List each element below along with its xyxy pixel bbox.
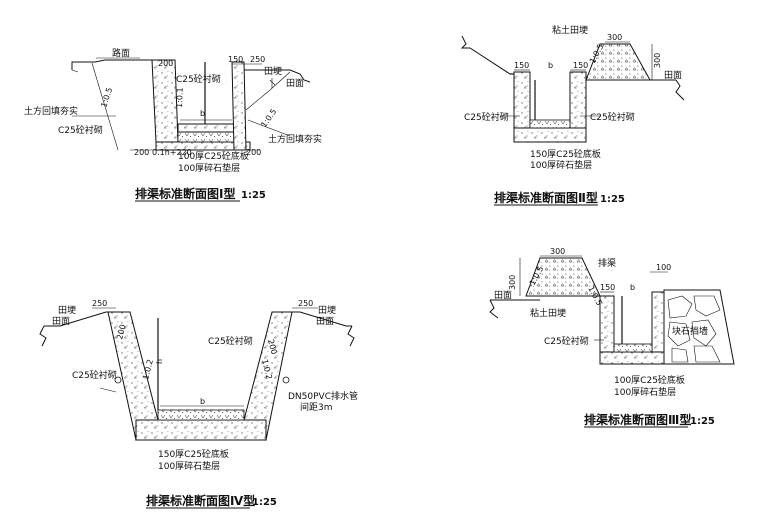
scale-type-3: 1:25: [690, 416, 715, 427]
scale-type-4: 1:25: [252, 497, 277, 508]
label-slab-iii: 100厚C25砼底板: [614, 374, 685, 386]
slope-mid: 1:0.1: [175, 87, 185, 108]
slope-left: 1:0.5: [99, 86, 114, 108]
dim-300-iii: 300: [550, 247, 565, 256]
label-c25-left-ii: C25砼衬砌: [464, 111, 509, 123]
label-clay-bank-iii: 粘土田埂: [530, 307, 566, 319]
label-c25-left-iv: C25砼衬砌: [72, 369, 117, 381]
label-field-bank-right: 田埂: [318, 305, 336, 316]
label-field-bank: 田埂: [264, 66, 282, 77]
label-gravel-ii: 100厚碎石垫层: [530, 159, 592, 171]
label-field-surface-left: 田面: [52, 316, 70, 327]
label-clay-bank: 粘土田埂: [552, 24, 588, 36]
label-gravel-iii: 100厚碎石垫层: [614, 386, 676, 398]
label-slab-ii: 150厚C25砼底板: [530, 148, 601, 160]
label-rubble-wall: 块石挡墙: [672, 325, 708, 337]
title-type-3: 排渠标准断面图Ⅲ型: [584, 412, 691, 427]
label-drain: 排渠: [598, 257, 616, 269]
dim-200-bottom-right: 200: [246, 148, 261, 157]
dim-150-ii-right: 150: [573, 61, 588, 70]
label-fill-right: 土方回填夯实: [268, 133, 322, 145]
diagram-type-3: 300 排渠 100 300 1:0.5 1:0.5 田面 150 b 粘土田埂…: [489, 247, 735, 428]
dim-250-left: 250: [92, 299, 107, 308]
dim-250-right: 250: [298, 299, 313, 308]
dim-h-iv: h: [155, 359, 164, 364]
label-slab-iv: 150厚C25砼底板: [158, 448, 229, 460]
label-gravel-iv: 100厚碎石垫层: [158, 460, 220, 472]
diagram-type-1: 路面 200 150 250 田埂 田面 C25砼衬砌 b 土方回填夯实 C25…: [24, 47, 322, 202]
dim-300-top: 300: [607, 33, 622, 42]
dim-b-ii: b: [548, 61, 553, 70]
dim-b: b: [200, 109, 205, 118]
dim-formula: 0.1h+220: [152, 148, 192, 157]
label-field-surface-ii: 田面: [664, 70, 682, 81]
dim-250: 250: [250, 55, 265, 64]
label-c25-iii: C25砼衬砌: [544, 335, 589, 347]
scale-type-2: 1:25: [600, 194, 625, 205]
slope-right: 1:0.5: [259, 107, 278, 129]
dim-100-iii: 100: [656, 263, 671, 272]
dim-150: 150: [228, 55, 243, 64]
title-type-4: 排渠标准断面图Ⅳ型: [146, 493, 255, 508]
label-pipe-spacing: 间距3m: [300, 401, 333, 413]
dim-150-iii: 150: [600, 283, 615, 292]
dim-150-ii: 150: [514, 61, 529, 70]
dim-200-top: 200: [158, 59, 173, 68]
label-road: 路面: [112, 47, 130, 59]
label-slab: 100厚C25砼底板: [178, 150, 249, 162]
diagram-type-2: 粘土田埂 300 300 1:0.5 150 b 150 田面 C25砼衬砌 C…: [460, 24, 685, 206]
title-type-1: 排渠标准断面图Ⅰ型: [135, 186, 235, 201]
dim-b-iv: b: [200, 397, 205, 406]
dim-b-iii: b: [630, 283, 635, 292]
label-field-surface-right: 田面: [316, 316, 334, 327]
label-field-bank-left: 田埂: [58, 305, 76, 316]
label-c25-top: C25砼衬砌: [176, 73, 221, 85]
label-c25-right-iv: C25砼衬砌: [208, 335, 253, 347]
label-fill-left: 土方回填夯实: [24, 105, 78, 117]
label-field-surface: 田面: [286, 78, 304, 89]
diagram-type-4: 250 250 田埂 田面 田埂 田面 200 200 C25砼衬砌 C25砼衬…: [39, 299, 358, 509]
label-c25-left: C25砼衬砌: [58, 124, 103, 136]
label-field-surface-iii: 田面: [494, 290, 512, 301]
dim-200-left-iv: 200: [115, 323, 127, 340]
dim-300-side-iii: 300: [508, 275, 517, 290]
dim-200-bottom-left: 200: [134, 148, 149, 157]
label-c25-right-ii: C25砼衬砌: [590, 111, 635, 123]
dim-200-right-iv: 200: [266, 338, 278, 355]
dim-300-side: 300: [653, 53, 662, 68]
label-gravel: 100厚碎石垫层: [178, 162, 240, 174]
label-pipe: DN50PVC排水管: [288, 390, 358, 402]
scale-type-1: 1:25: [241, 190, 266, 201]
title-type-2: 排渠标准断面图Ⅱ型: [494, 190, 598, 205]
